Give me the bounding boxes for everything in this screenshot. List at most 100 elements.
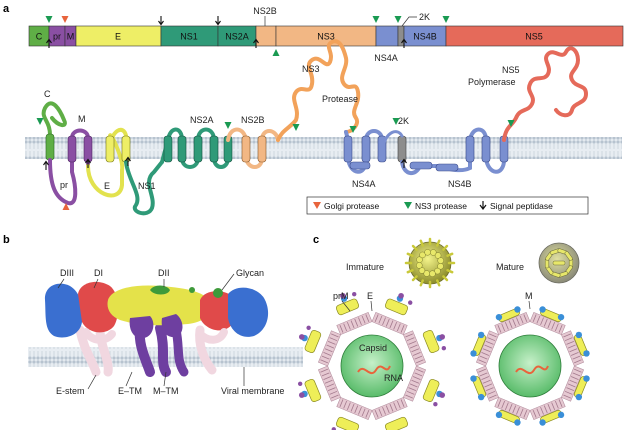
label-e-stem: E-stem (56, 386, 85, 396)
label-viral-membrane: Viral membrane (221, 386, 284, 396)
legend-ns3: NS3 protease (415, 201, 467, 211)
ns4a-helix-2 (361, 135, 371, 163)
ns3-cleavage-icon (442, 16, 450, 23)
signal-peptidase-cleavage-icon (125, 156, 131, 166)
ns2b-helix-2 (257, 135, 267, 163)
signal-peptidase-icon (479, 201, 487, 210)
2k-above-label: 2K (419, 12, 430, 22)
segment-ns4a (375, 25, 399, 47)
golgi-protease-icon (313, 202, 321, 209)
golgi-cleavage-icon (61, 16, 69, 23)
topology-cleavage-markers (36, 118, 515, 210)
di-domain-right (200, 291, 237, 331)
signal-peptidase-cleavage-icon (158, 16, 164, 26)
label-e-c: E (367, 291, 373, 301)
label-ns1: NS1 (138, 181, 156, 191)
label-ns4a: NS4A (352, 179, 376, 189)
panel-a-label: a (3, 3, 10, 15)
diii-domain (44, 283, 83, 338)
signal-peptidase-cleavage-icon (46, 38, 52, 48)
segment-2k (397, 25, 405, 47)
segment-label-c: C (36, 32, 43, 42)
ns2a-helix-2 (177, 135, 187, 163)
label-protease: Protease (322, 94, 358, 104)
ns4b-helix-2 (481, 135, 491, 163)
label-e: E (104, 181, 110, 191)
topology-labels: C M pr E NS1 NS2A NS2B NS3 Protease 2K N… (44, 64, 520, 191)
label-glycan: Glycan (236, 268, 264, 278)
ns3-protease-icon (404, 202, 412, 209)
ns4b-amph-2 (435, 163, 459, 172)
ns2b-helix-1 (241, 135, 251, 163)
ns3-chain (276, 39, 361, 142)
ns2a-helix-1 (163, 135, 173, 163)
legend-signal: Signal peptidase (490, 201, 553, 211)
capsid-chain (41, 101, 67, 162)
signal-peptidase-cleavage-icon (215, 16, 221, 26)
segment-label-ns3: NS3 (317, 32, 335, 42)
segment-ns2b (255, 25, 277, 47)
ns3-cleavage-icon (36, 118, 44, 125)
ns3-cleavage-icon (349, 126, 357, 133)
panel-b-labels: DIII DI DII Glycan E-stem E–TM M–TM Vira… (56, 268, 284, 396)
label-e-tm: E–TM (118, 386, 142, 396)
panel-c-label: c (313, 234, 319, 246)
signal-peptidase-cleavage-icon (253, 38, 259, 48)
2k-helix (397, 135, 407, 163)
rna-strand (515, 365, 549, 375)
label-ns2b: NS2B (241, 115, 265, 125)
signal-peptidase-cleavage-icon (401, 158, 407, 168)
ns3-cleavage-icon (507, 120, 515, 127)
ns2a-helix-3 (193, 135, 203, 163)
segment-label-ns2a: NS2A (225, 32, 249, 42)
immature-particle-render (404, 237, 456, 289)
mature-virion-section (470, 306, 590, 426)
signal-peptidase-cleavage-icon (85, 158, 91, 168)
ns4a-below-label: NS4A (374, 53, 398, 63)
ns4b-helix-1 (465, 135, 475, 163)
cleavage-markers (45, 16, 450, 56)
di-domain-left (78, 281, 119, 333)
ns4b-amph-1 (409, 161, 433, 170)
segment-ns5 (445, 25, 624, 47)
ns5-chain (502, 46, 589, 142)
e-dimer-model (28, 281, 303, 377)
m-protein (129, 316, 154, 339)
label-ns2a: NS2A (190, 115, 214, 125)
segment-label-ns4b: NS4B (413, 32, 437, 42)
label-polymerase: Polymerase (468, 77, 516, 87)
label-capsid: Capsid (359, 343, 387, 353)
ns3-cleavage-icon (392, 118, 400, 125)
prm-chain (48, 128, 90, 206)
signal-peptidase-cleavage-icon (401, 38, 407, 48)
ns4a-amphipathic (349, 161, 371, 170)
label-2k: 2K (398, 116, 409, 126)
glycan-blob (213, 288, 223, 298)
rna-strand (357, 365, 391, 375)
label-di: DI (94, 268, 103, 278)
label-prm: prM (333, 291, 349, 301)
diii-domain-right (228, 287, 269, 337)
polyprotein-topology (41, 39, 589, 216)
label-c: C (44, 89, 51, 99)
label-mature: Mature (496, 262, 524, 272)
legend-golgi: Golgi protease (324, 201, 380, 211)
fusion-loop (150, 285, 170, 295)
golgi-cleavage-icon (62, 203, 70, 210)
ns3-cleavage-icon (394, 16, 402, 23)
ns3-cleavage-icon (224, 122, 232, 129)
label-pr: pr (60, 180, 68, 190)
polyprotein-bar: C pr M E NS1 NS2A NS3 NS4B NS5 NS2B 2K N… (28, 6, 624, 63)
segment-label-e: E (115, 32, 121, 42)
protease-legend: Golgi protease NS3 protease Signal pepti… (306, 196, 589, 215)
ns2a-helix-4 (209, 135, 219, 163)
segment-label-ns5: NS5 (525, 32, 543, 42)
label-m: M (78, 114, 86, 124)
label-ns5: NS5 (502, 65, 520, 75)
ns3-cleavage-icon (372, 16, 380, 23)
label-immature: Immature (346, 262, 384, 272)
label-dii: DII (158, 268, 170, 278)
mature-particle-render (538, 242, 580, 284)
